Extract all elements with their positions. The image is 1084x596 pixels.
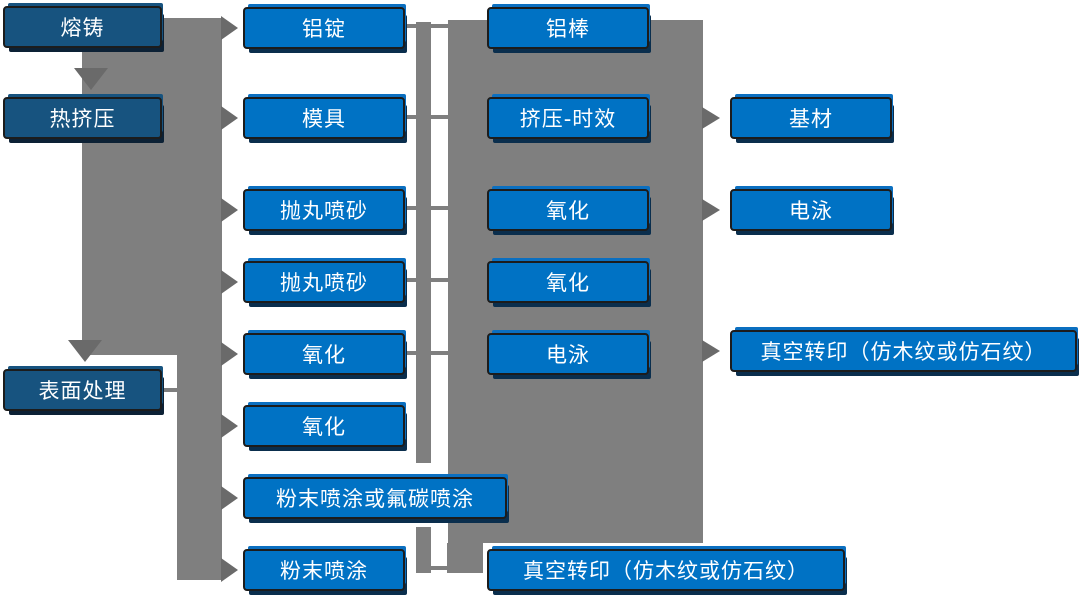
node-shot-blasting-sandblasting-2: 抛丸喷砂 [243, 261, 405, 303]
node-extrusion-aging: 挤压-时效 [487, 97, 649, 139]
arrow-right-icon [221, 198, 238, 222]
connector-mid-bar-upper [416, 22, 431, 463]
node-powder-coating: 粉末喷涂 [243, 549, 405, 591]
node-oxidation-4: 氧化 [487, 261, 649, 303]
arrow-right-icon [702, 199, 720, 221]
connector-band-main [82, 18, 222, 355]
connector-line [406, 351, 450, 355]
connector-band-lower [177, 352, 222, 580]
connector-line [406, 24, 450, 28]
arrow-right-icon [221, 270, 238, 294]
node-melting-casting: 熔铸 [3, 6, 162, 48]
arrow-right-icon [221, 16, 238, 40]
node-surface-treatment: 表面处理 [3, 369, 162, 411]
connector-line [161, 388, 179, 392]
arrow-right-icon [702, 340, 720, 362]
arrow-right-icon [221, 486, 238, 510]
node-electrophoresis-1: 电泳 [487, 333, 649, 375]
arrow-right-icon [221, 342, 238, 366]
arrow-right-icon [221, 558, 238, 582]
node-shot-blasting-sandblasting-1: 抛丸喷砂 [243, 189, 405, 231]
arrow-right-icon [702, 107, 720, 129]
node-oxidation-3: 氧化 [487, 189, 649, 231]
node-base-material: 基材 [730, 97, 892, 139]
node-oxidation-2: 氧化 [243, 405, 405, 447]
node-hot-extrusion: 热挤压 [3, 97, 162, 139]
node-aluminum-ingot: 铝锭 [243, 7, 405, 49]
node-aluminum-rod: 铝棒 [487, 7, 649, 49]
connector-line [406, 115, 450, 119]
node-vacuum-transfer-1: 真空转印（仿木纹或仿石纹） [487, 549, 845, 591]
connector-line [429, 566, 451, 570]
connector-mid-bar-lower [416, 527, 431, 573]
node-powder-or-fluorocarbon-coating: 粉末喷涂或氟碳喷涂 [243, 477, 507, 519]
node-mold: 模具 [243, 97, 405, 139]
connector-line [406, 278, 450, 282]
arrow-right-icon [221, 414, 238, 438]
arrow-right-icon [221, 106, 238, 130]
node-oxidation-1: 氧化 [243, 333, 405, 375]
connector-line [406, 206, 450, 210]
node-vacuum-transfer-2: 真空转印（仿木纹或仿石纹） [730, 330, 1077, 372]
connector-block-extension [447, 543, 483, 573]
node-electrophoresis-2: 电泳 [730, 189, 892, 231]
